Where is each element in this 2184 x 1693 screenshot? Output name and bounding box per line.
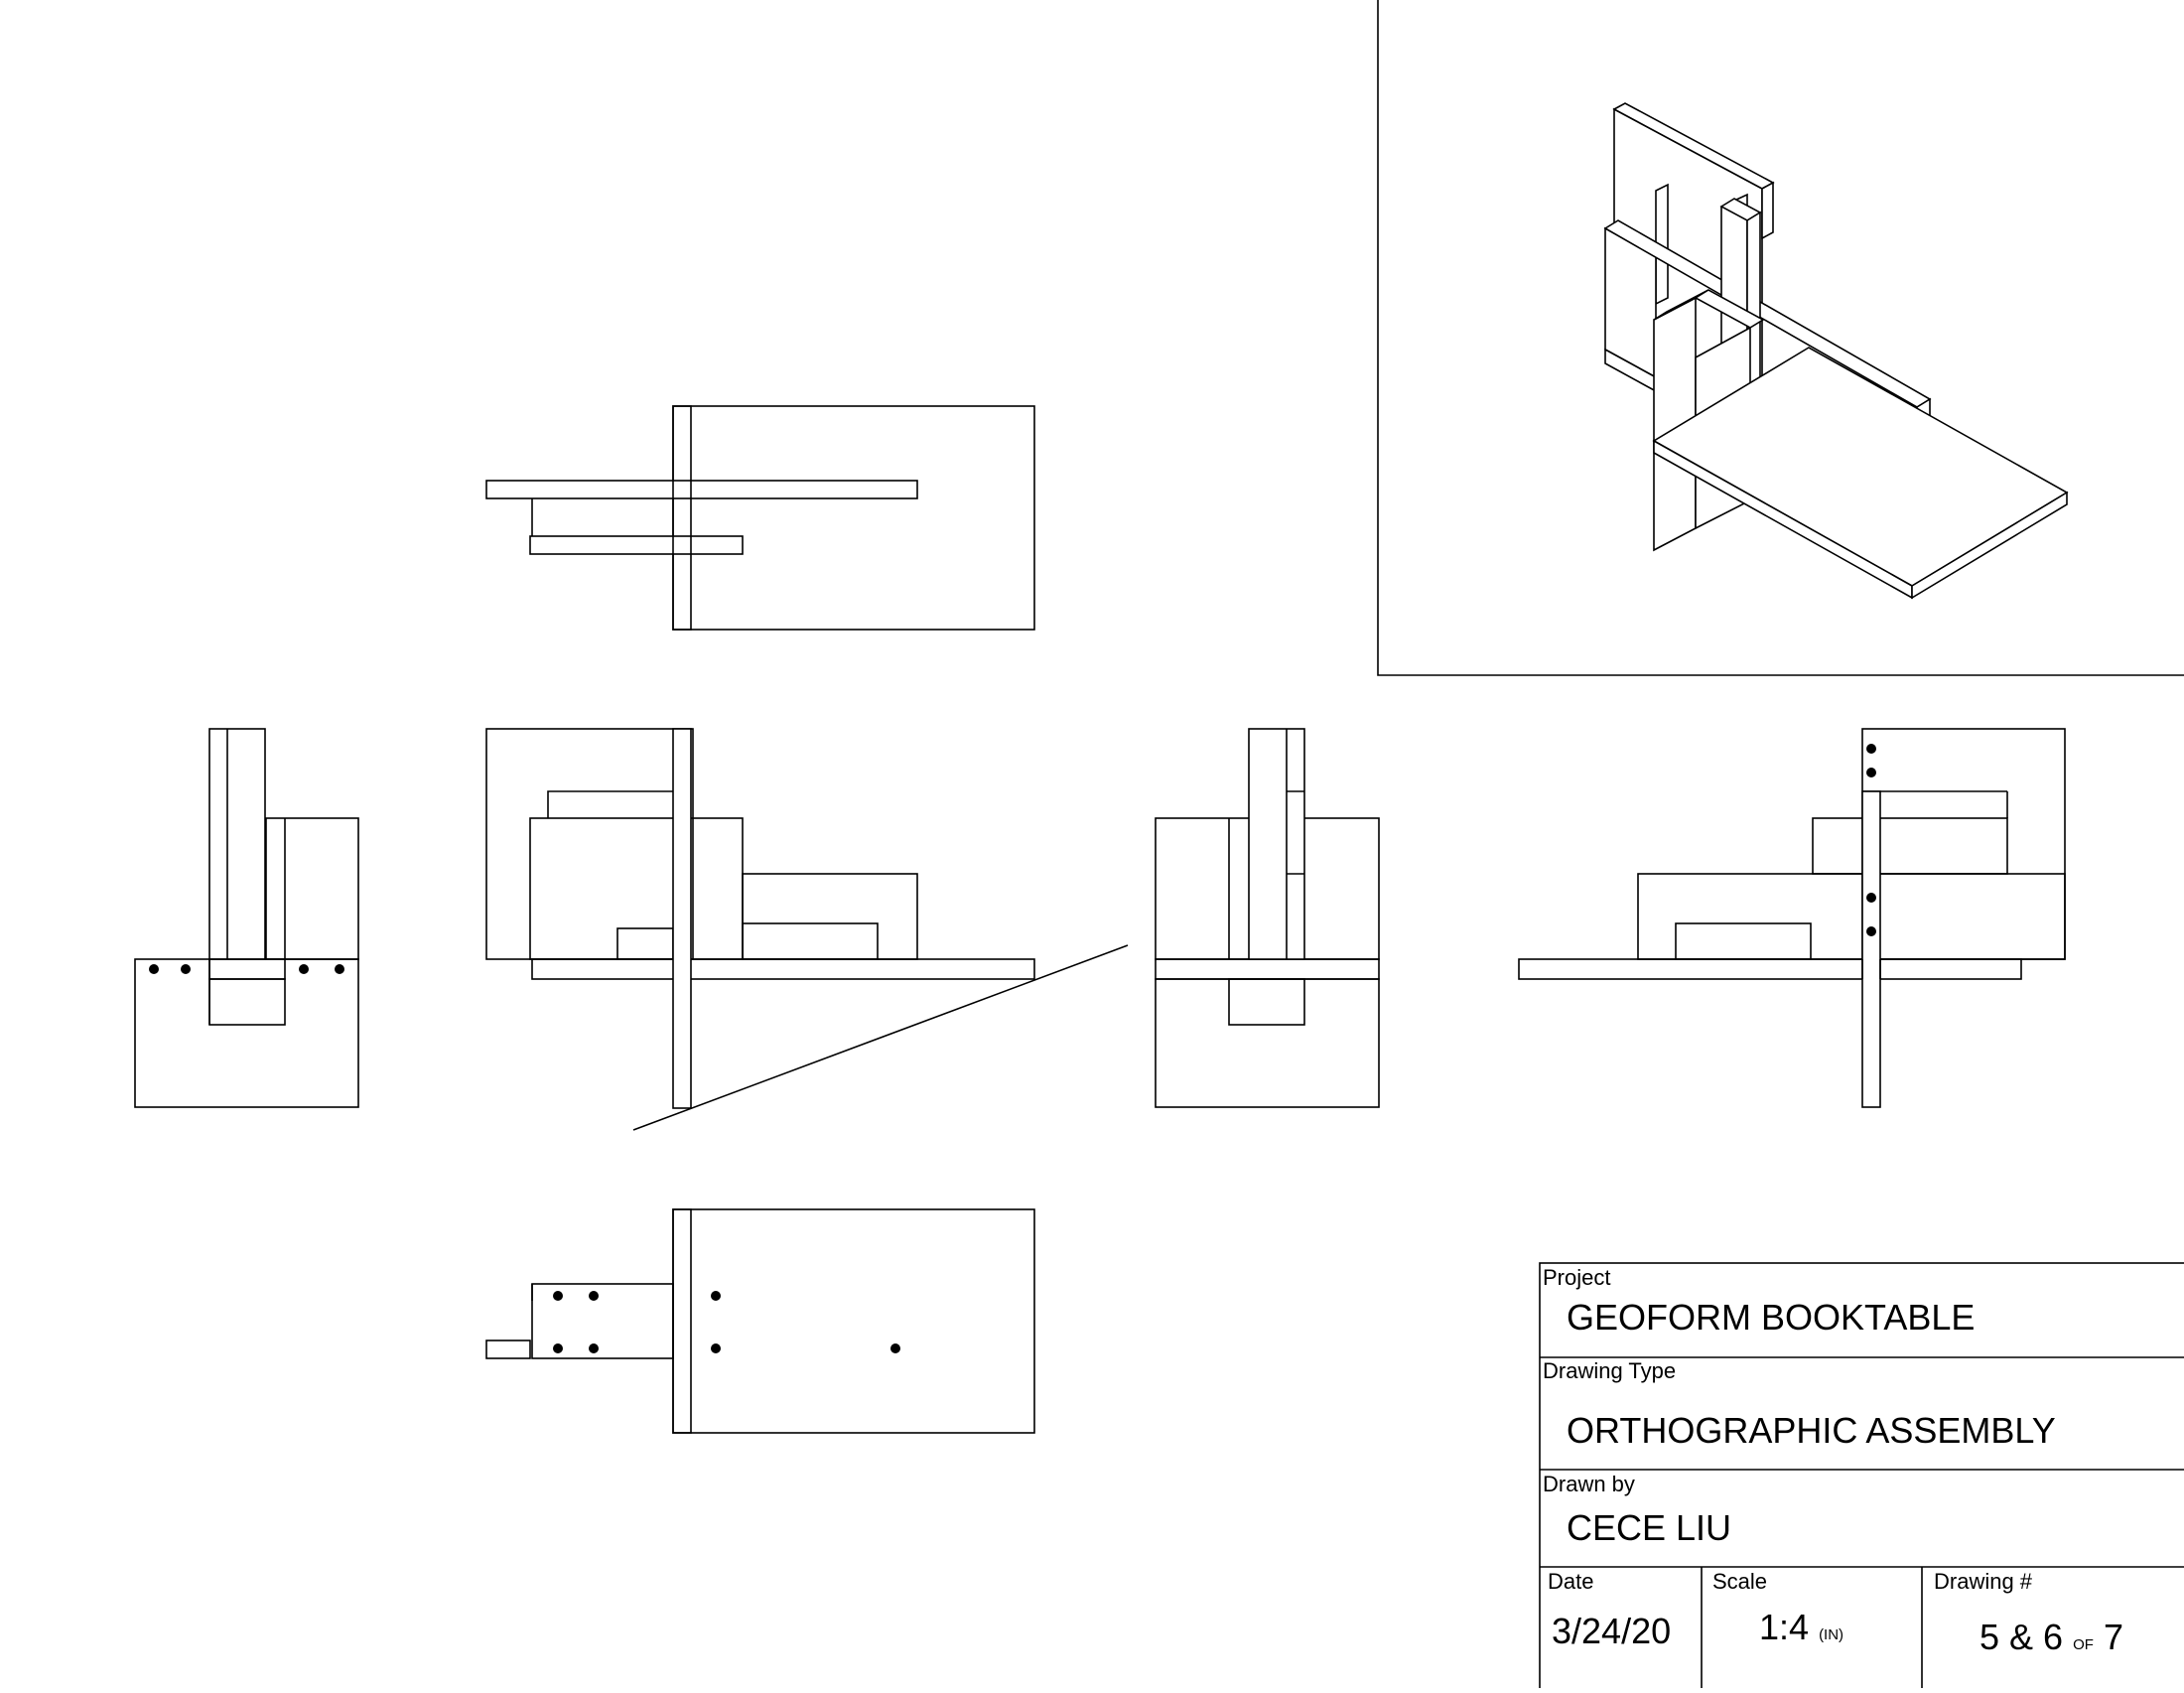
scale-display: 1:4 (IN)	[1759, 1607, 1843, 1648]
right-side-view	[1155, 728, 1380, 1108]
left-side-view	[134, 728, 359, 1108]
drawn-by-value: CECE LIU	[1567, 1507, 1732, 1548]
top-view	[485, 405, 1035, 631]
scale-label: Scale	[1712, 1569, 1768, 1594]
drawing-number-value: 5 & 6	[1979, 1617, 2064, 1657]
bottom-view	[485, 1208, 1035, 1434]
scale-value: 1:4	[1759, 1607, 1810, 1647]
drawing-type-label: Drawing Type	[1543, 1358, 1677, 1383]
drawing-number-display: 5 & 6 OF 7	[1979, 1617, 2123, 1658]
drawn-by-label: Drawn by	[1543, 1472, 1635, 1496]
drawing-number-total: 7	[2103, 1617, 2123, 1657]
isometric-view	[1377, 0, 2184, 676]
drawing-type-value: ORTHOGRAPHIC ASSEMBLY	[1567, 1410, 2056, 1451]
date-value: 3/24/20	[1552, 1611, 1672, 1651]
front-view	[485, 728, 1129, 1131]
project-value: GEOFORM BOOKTABLE	[1567, 1297, 1976, 1338]
date-label: Date	[1548, 1569, 1594, 1594]
rear-view	[1518, 728, 2066, 1108]
title-block	[1539, 1262, 2184, 1693]
drawing-number-label: Drawing #	[1934, 1569, 2033, 1594]
drawing-number-of: OF	[2073, 1636, 2094, 1653]
project-label: Project	[1543, 1265, 1611, 1290]
scale-unit: (IN)	[1819, 1626, 1844, 1643]
